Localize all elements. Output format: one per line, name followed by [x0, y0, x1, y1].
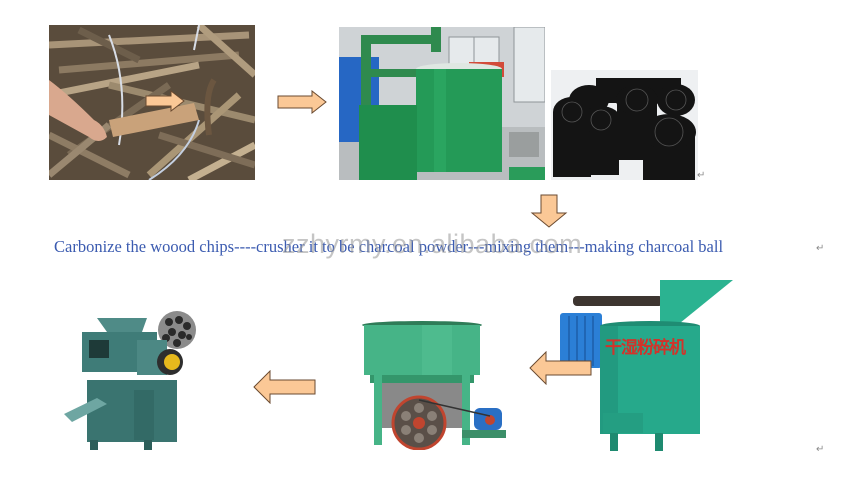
paragraph-mark: ↵ [816, 444, 825, 455]
mixer-machine-photo [362, 320, 512, 450]
crusher-machine-photo: 干湿粉碎机 [555, 278, 735, 454]
arrow-left-icon [529, 351, 592, 385]
arrow-right-icon [277, 90, 327, 114]
paragraph-mark: ↵ [816, 243, 825, 254]
paragraph-mark: ↵ [697, 170, 706, 181]
watermark: zzhyrmy.en.alibaba.com [282, 229, 583, 259]
carbonization-furnace-photo [339, 27, 545, 180]
arrow-down-icon [530, 194, 568, 228]
arrow-left-icon [253, 370, 316, 404]
arrow-right-icon [145, 90, 185, 112]
ball-press-machine-photo [62, 310, 202, 452]
charcoal-logs-photo [551, 70, 698, 180]
crusher-label: 干湿粉碎机 [605, 338, 686, 358]
process-caption: Carbonize the woood chips----crusher it … [54, 237, 724, 256]
